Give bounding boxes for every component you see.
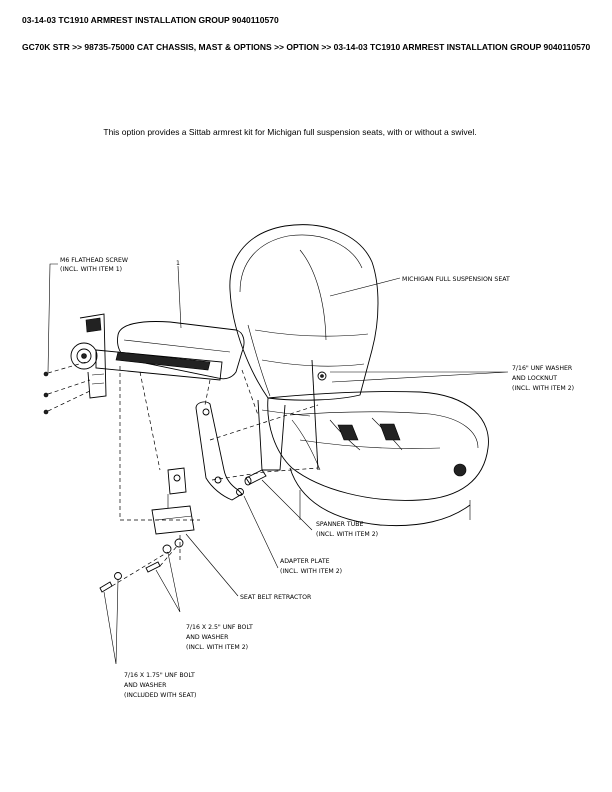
adapter-plate-drawing	[195, 401, 244, 501]
flathead-screw-note: (INCL. WITH ITEM 1)	[60, 266, 122, 273]
seat-belt-retractor-label: SEAT BELT RETRACTOR	[240, 594, 312, 601]
spanner-tube-drawing	[244, 469, 267, 486]
bolt-175-label: 7/16 X 1.75" UNF BOLT	[124, 672, 195, 679]
spanner-tube-note: (INCL. WITH ITEM 2)	[316, 531, 378, 538]
seat-drawing	[229, 224, 489, 527]
seat-label: MICHIGAN FULL SUSPENSION SEAT	[402, 276, 510, 283]
bolt-25-note: (INCL. WITH ITEM 2)	[186, 644, 248, 651]
flathead-screw-label: M6 FLATHEAD SCREW	[60, 257, 128, 264]
item-number: 1	[176, 260, 180, 267]
bolt-175-label-2: AND WASHER	[124, 682, 167, 689]
option-description: This option provides a Sittab armrest ki…	[103, 127, 477, 137]
breadcrumb: GC70K STR >> 98735-75000 CAT CHASSIS, MA…	[22, 42, 591, 52]
bolt-175-note: (INCLUDED WITH SEAT)	[124, 692, 196, 699]
washer-locknut-label-2: AND LOCKNUT	[512, 375, 557, 382]
bolt-25-label-2: AND WASHER	[186, 634, 229, 641]
leader-lines	[47, 263, 509, 665]
page-title: 03-14-03 TC1910 ARMREST INSTALLATION GRO…	[22, 15, 279, 25]
seat-belt-retractor-drawing	[151, 467, 195, 535]
adapter-plate-label: ADAPTER PLATE	[280, 558, 330, 565]
bolt-25-label: 7/16 X 2.5" UNF BOLT	[186, 624, 253, 631]
adapter-plate-note: (INCL. WITH ITEM 2)	[280, 568, 342, 575]
washer-locknut-label: 7/16" UNF WASHER	[512, 365, 573, 372]
washer-locknut-note: (INCL. WITH ITEM 2)	[512, 385, 574, 392]
assembly-lines	[111, 366, 319, 587]
spanner-tube-label: SPANNER TUBE	[316, 521, 363, 528]
flathead-screws	[43, 361, 93, 415]
armrest-drawing	[70, 313, 245, 399]
